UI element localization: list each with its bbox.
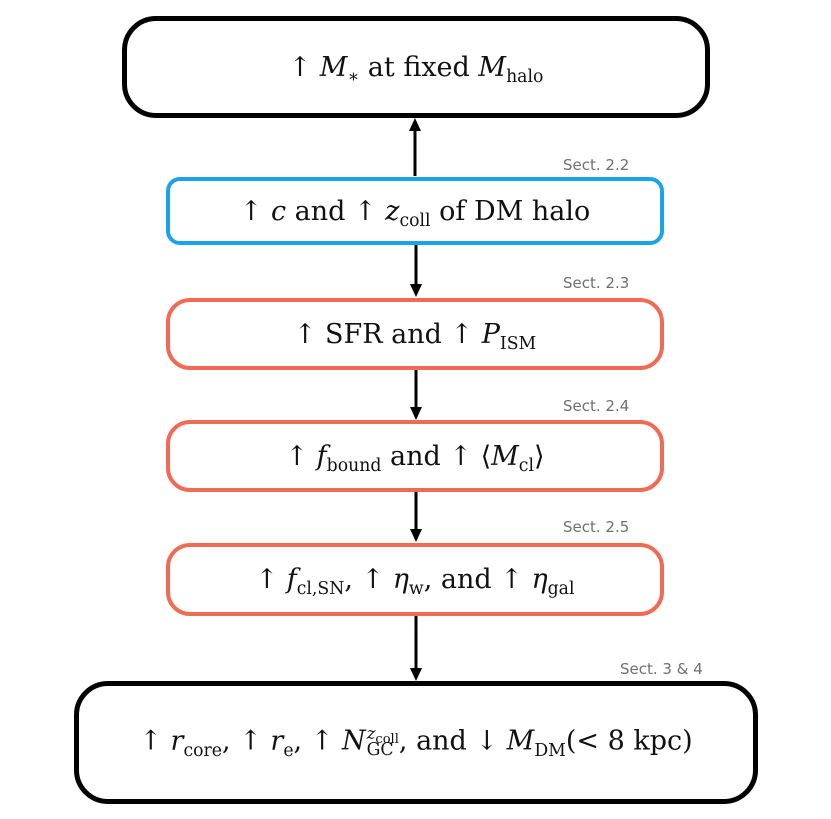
sfr-text: ↑ SFR and ↑ PISM <box>293 318 537 354</box>
feedback-text: ↑ fcl,SN, ↑ ηw, and ↑ ηgal <box>255 564 575 600</box>
section-label-2-2: Sect. 2.2 <box>563 156 630 174</box>
feedback-box: ↑ fcl,SN, ↑ ηw, and ↑ ηgal <box>166 543 664 616</box>
top-box-text: ↑ M∗ at fixed Mhalo <box>288 51 544 87</box>
arrow-down-to-bottom <box>410 616 422 681</box>
section-label-2-3: Sect. 2.3 <box>563 274 630 292</box>
section-label-2-4: Sect. 2.4 <box>563 397 630 415</box>
arrow-up-to-top <box>409 118 421 176</box>
arrow-down-to-bound <box>410 370 422 420</box>
bound-fraction-box: ↑ fbound and ↑ ⟨Mcl⟩ <box>166 420 664 492</box>
arrow-down-to-feedback <box>410 492 422 542</box>
bound-fraction-text: ↑ fbound and ↑ ⟨Mcl⟩ <box>285 440 545 476</box>
sfr-box: ↑ SFR and ↑ PISM <box>166 298 664 370</box>
dm-halo-text: ↑ c and ↑ zcoll of DM halo <box>239 195 591 231</box>
arrow-down-to-sfr <box>410 245 422 297</box>
section-label-2-5: Sect. 2.5 <box>563 518 630 536</box>
top-box-stellar-mass: ↑ M∗ at fixed Mhalo <box>122 16 710 118</box>
section-label-3-4: Sect. 3 & 4 <box>620 660 703 678</box>
dm-halo-box: ↑ c and ↑ zcoll of DM halo <box>166 177 664 245</box>
